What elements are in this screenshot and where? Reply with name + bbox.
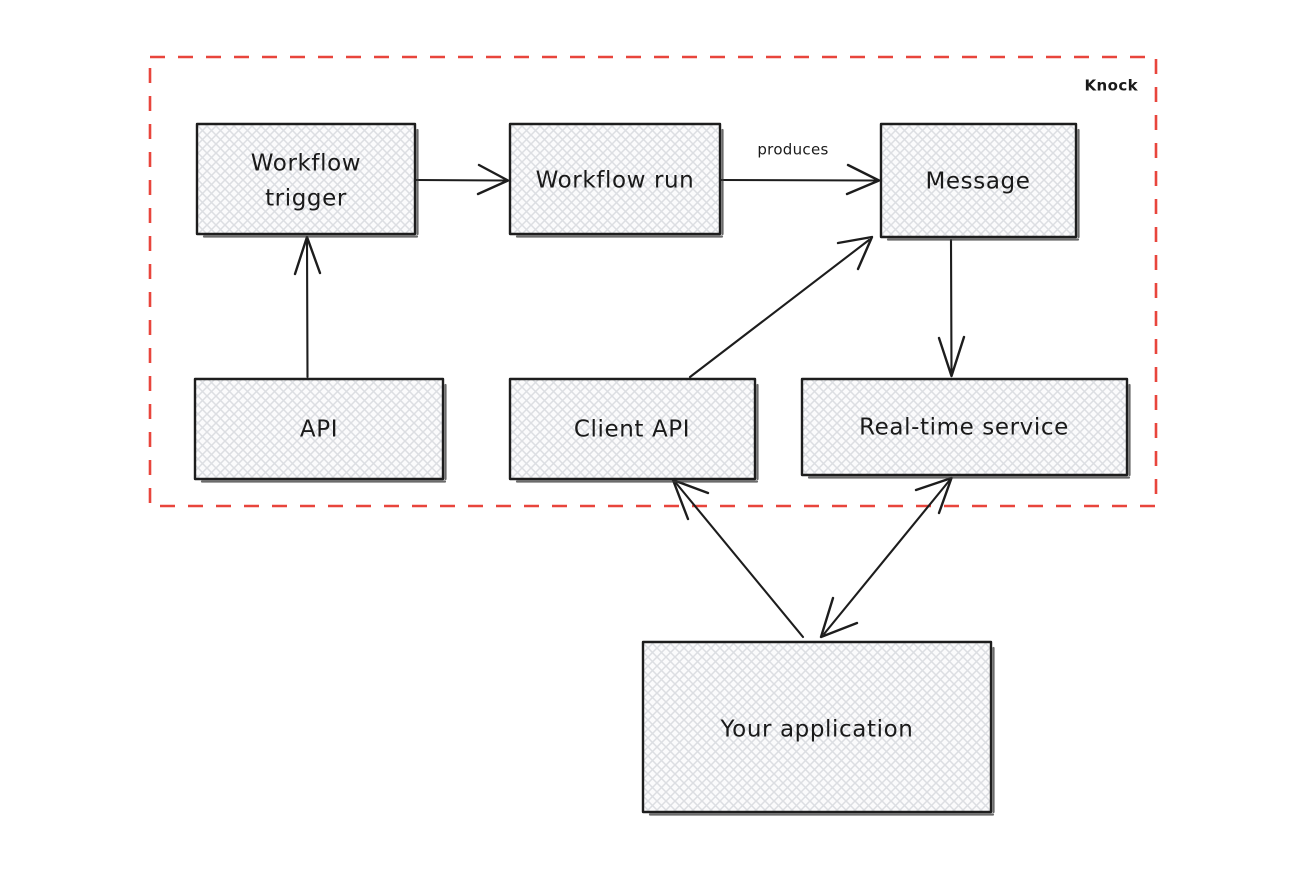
node-label-real-time-service: Real-time service bbox=[859, 415, 1069, 441]
node-client-api[interactable]: Client API bbox=[508, 377, 759, 483]
node-your-application[interactable]: Your application bbox=[641, 640, 995, 816]
node-api[interactable]: API bbox=[193, 377, 447, 483]
node-label-api: API bbox=[300, 417, 338, 443]
node-workflow-trigger[interactable]: Workflow trigger bbox=[195, 122, 419, 238]
edge-message-to-realtime bbox=[937, 238, 966, 378]
knock-boundary-label: Knock bbox=[1085, 77, 1139, 95]
edge-application-to-client-api bbox=[671, 478, 805, 639]
node-label-workflow-trigger-line1: Workflow bbox=[251, 151, 361, 177]
node-real-time-service[interactable]: Real-time service bbox=[800, 377, 1131, 479]
edge-label-produces: produces bbox=[757, 141, 828, 159]
node-label-workflow-run: Workflow run bbox=[536, 168, 695, 194]
edge-realtime-to-application bbox=[819, 476, 953, 639]
node-label-message: Message bbox=[925, 169, 1030, 195]
knock-boundary: Knock bbox=[148, 55, 1158, 508]
node-label-your-application: Your application bbox=[720, 717, 914, 743]
edge-run-to-message: produces bbox=[719, 141, 881, 196]
node-message[interactable]: Message bbox=[879, 122, 1080, 241]
edge-client-api-to-message bbox=[688, 235, 874, 379]
node-label-workflow-trigger-line2: trigger bbox=[265, 186, 347, 212]
edge-api-to-trigger bbox=[293, 235, 322, 379]
node-workflow-run[interactable]: Workflow run bbox=[508, 122, 724, 238]
edge-trigger-to-run bbox=[414, 163, 510, 196]
node-label-client-api: Client API bbox=[574, 417, 690, 443]
